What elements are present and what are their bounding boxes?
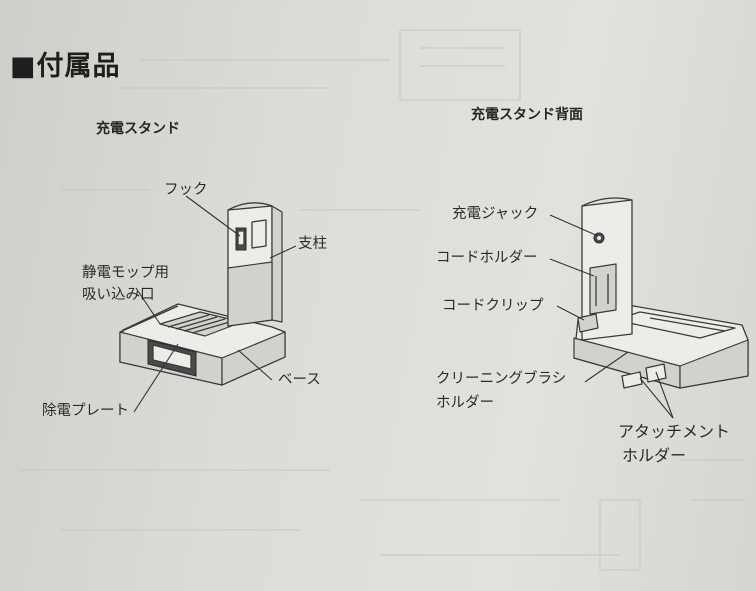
- attachment-holder-label-line2: ホルダー: [622, 446, 687, 465]
- attachment-holder-label-line1: アタッチメント: [618, 422, 731, 441]
- bleed-through-lines: [20, 29, 745, 571]
- section-title: ■付属品: [10, 51, 121, 82]
- brush-holder-label-line2: ホルダー: [436, 395, 494, 411]
- stand-back-illustration: [573, 197, 749, 389]
- discharge-plate-label: 除電プレート: [42, 403, 129, 419]
- hook-label: フック: [164, 182, 208, 198]
- mop-port-label-line1: 静電モップ用: [82, 265, 169, 281]
- leader-lines: [133, 195, 674, 419]
- stand-front-illustration: [119, 202, 286, 386]
- base-label: ベース: [278, 372, 321, 388]
- mop-port-label-line2: 吸い込み口: [82, 287, 155, 303]
- stand-title: 充電スタンド: [96, 121, 180, 137]
- charging-jack-label: 充電ジャック: [452, 206, 539, 222]
- cord-clip-label: コードクリップ: [442, 298, 544, 314]
- stand-back-title: 充電スタンド背面: [471, 107, 583, 123]
- cord-holder-label: コードホルダー: [436, 250, 538, 266]
- brush-holder-label-line1: クリーニングブラシ: [436, 371, 567, 387]
- pillar-label: 支柱: [298, 236, 327, 252]
